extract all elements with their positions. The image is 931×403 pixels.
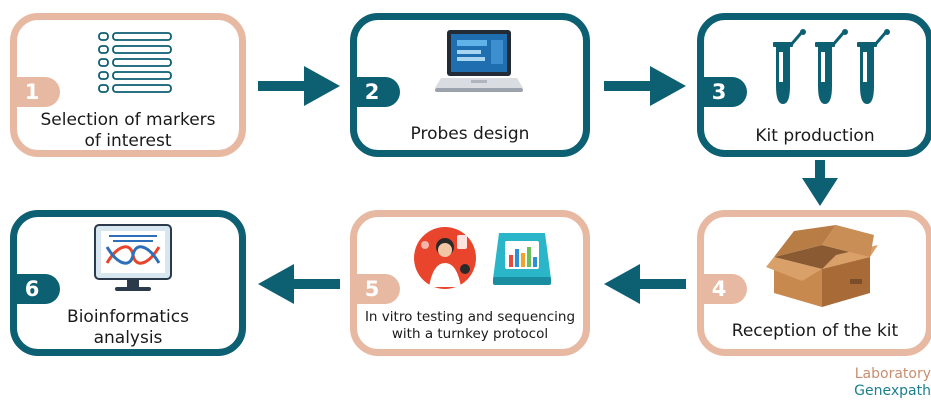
test-tubes-icon (773, 29, 890, 104)
credit-line-1: Laboratory (854, 366, 931, 382)
step-1-number-badge: 1 (10, 77, 60, 107)
step-1-label: Selection of markers of interest (40, 110, 216, 151)
step-3-number-badge: 3 (697, 77, 747, 107)
arrow-step2-to-step3 (604, 66, 686, 106)
step-5-card: 5 In vitro testing and sequencing with a… (350, 210, 590, 356)
step-4-number-badge: 4 (697, 274, 747, 304)
step-6-label: Bioinformatics analysis (67, 307, 189, 348)
step-2-number-badge: 2 (350, 77, 400, 107)
arrow-step4-to-step5 (604, 264, 686, 304)
step-3-label: Kit production (755, 126, 875, 146)
step-3-card: 3 Kit production (697, 13, 931, 157)
step-2-label: Probes design (410, 124, 530, 144)
arrow-step3-to-step4 (802, 160, 838, 206)
credit-line-2: Genexpath (854, 383, 931, 399)
dna-monitor-icon (94, 224, 172, 291)
arrow-step1-to-step2 (258, 66, 340, 106)
step-4-label: Reception of the kit (731, 321, 899, 341)
scientist-icon (414, 227, 476, 289)
checklist-icon (98, 32, 172, 93)
step-6-card: 6 Bioinformatics analysis (10, 210, 246, 356)
laboratory-credit: Laboratory Genexpath (854, 366, 931, 400)
step-5-number-badge: 5 (350, 274, 400, 304)
sequencer-icon (493, 233, 551, 285)
laptop-icon (435, 30, 523, 92)
step-1-card: 1 Selection of markers of interest (10, 13, 246, 157)
step-5-label: In vitro testing and sequencing with a t… (364, 309, 576, 342)
cardboard-box-icon (766, 225, 878, 307)
step-4-card: 4 Reception of the kit (697, 210, 931, 356)
arrow-step5-to-step6 (258, 264, 340, 304)
step-6-number-badge: 6 (10, 274, 60, 304)
step-2-card: 2 Probes design (350, 13, 590, 157)
